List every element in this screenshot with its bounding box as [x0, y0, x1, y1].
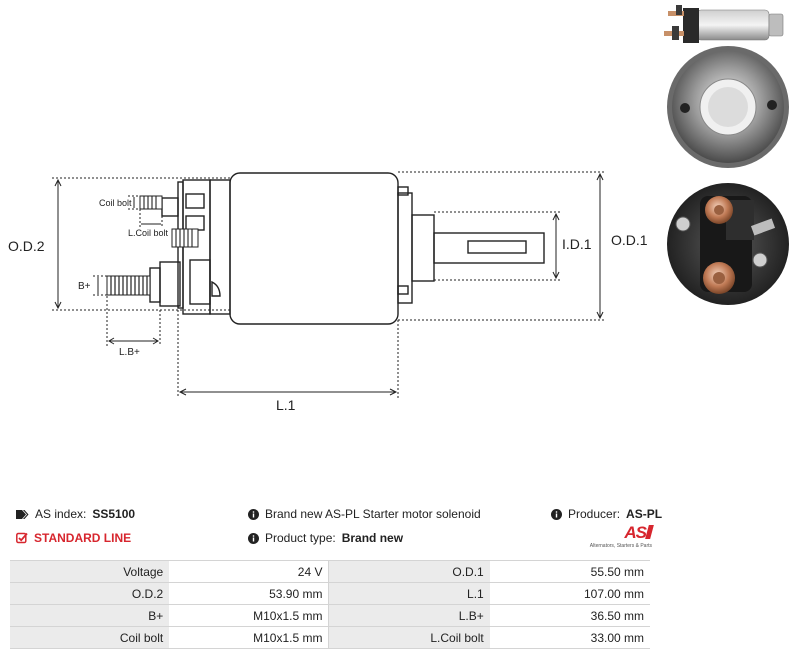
table-row: O.D.2 53.90 mm L.1 107.00 mm	[10, 583, 650, 605]
product-type-label: Product type:	[265, 531, 336, 545]
spec-value: 53.90 mm	[169, 583, 329, 605]
spec-value: 33.00 mm	[489, 627, 650, 649]
label-od1: O.D.1	[611, 232, 648, 248]
spec-label: O.D.1	[328, 560, 490, 583]
info-icon	[248, 532, 259, 544]
producer-label: Producer:	[568, 507, 621, 521]
logo-tagline: Alternators, Starters & Parts	[589, 543, 652, 549]
checkbox-checked-icon	[16, 532, 28, 544]
standard-line: STANDARD LINE	[16, 531, 131, 545]
label-l1: L.1	[276, 397, 296, 413]
product-type-value: Brand new	[341, 531, 404, 545]
description-text: Brand new AS-PL Starter motor solenoid	[265, 507, 481, 521]
table-row: Voltage 24 V O.D.1 55.50 mm	[10, 560, 650, 583]
spec-value: 55.50 mm	[489, 560, 650, 583]
product-photo-terminals	[667, 183, 789, 305]
table-row: B+ M10x1.5 mm L.B+ 36.50 mm	[10, 605, 650, 627]
standard-line-label: STANDARD LINE	[34, 531, 132, 545]
label-bplus: B+	[78, 281, 91, 292]
logo-mark: AS	[624, 523, 647, 542]
spec-value: 24 V	[169, 560, 329, 583]
spec-value: 107.00 mm	[489, 583, 650, 605]
tag-icon	[16, 509, 29, 520]
as-index: AS index: SS5100	[16, 507, 135, 521]
spec-label: L.B+	[328, 605, 490, 627]
producer-value: AS-PL	[626, 507, 663, 521]
as-index-label: AS index:	[35, 507, 87, 521]
spec-label: L.1	[328, 583, 490, 605]
label-id1: I.D.1	[562, 236, 592, 252]
coil-bolt	[139, 195, 199, 248]
table-row: Coil bolt M10x1.5 mm L.Coil bolt 33.00 m…	[10, 627, 650, 649]
spec-label: Coil bolt	[10, 627, 170, 649]
label-coil-bolt: Coil bolt	[99, 198, 132, 208]
label-l-coil-bolt: L.Coil bolt	[128, 228, 169, 238]
product-photo-side	[664, 5, 784, 43]
info-icon	[248, 508, 259, 520]
label-lbplus: L.B+	[119, 347, 140, 358]
label-od2: O.D.2	[8, 238, 45, 254]
spec-value: 36.50 mm	[489, 605, 650, 627]
as-pl-logo: AS Alternators, Starters & Parts	[584, 523, 652, 553]
as-index-value: SS5100	[92, 507, 136, 521]
technical-drawing: O.D.2 O.D.1 I.D.1 L.1 L.B+ B+ Coil bolt …	[8, 5, 789, 413]
spec-table: Voltage 24 V O.D.1 55.50 mm O.D.2 53.90 …	[10, 560, 650, 649]
solenoid-outline	[149, 172, 545, 325]
info-icon	[551, 508, 562, 520]
producer: Producer: AS-PL	[551, 507, 662, 521]
spec-label: L.Coil bolt	[328, 627, 490, 649]
spec-label: O.D.2	[10, 583, 170, 605]
product-photo-rear	[667, 46, 789, 168]
product-type: Product type: Brand new	[248, 531, 403, 545]
spec-label: Voltage	[10, 560, 170, 583]
dimension-lines	[52, 171, 606, 398]
spec-value: M10x1.5 mm	[169, 627, 329, 649]
b-plus-bolt	[106, 275, 151, 296]
description: Brand new AS-PL Starter motor solenoid	[248, 507, 481, 521]
spec-value: M10x1.5 mm	[169, 605, 329, 627]
spec-label: B+	[10, 605, 170, 627]
